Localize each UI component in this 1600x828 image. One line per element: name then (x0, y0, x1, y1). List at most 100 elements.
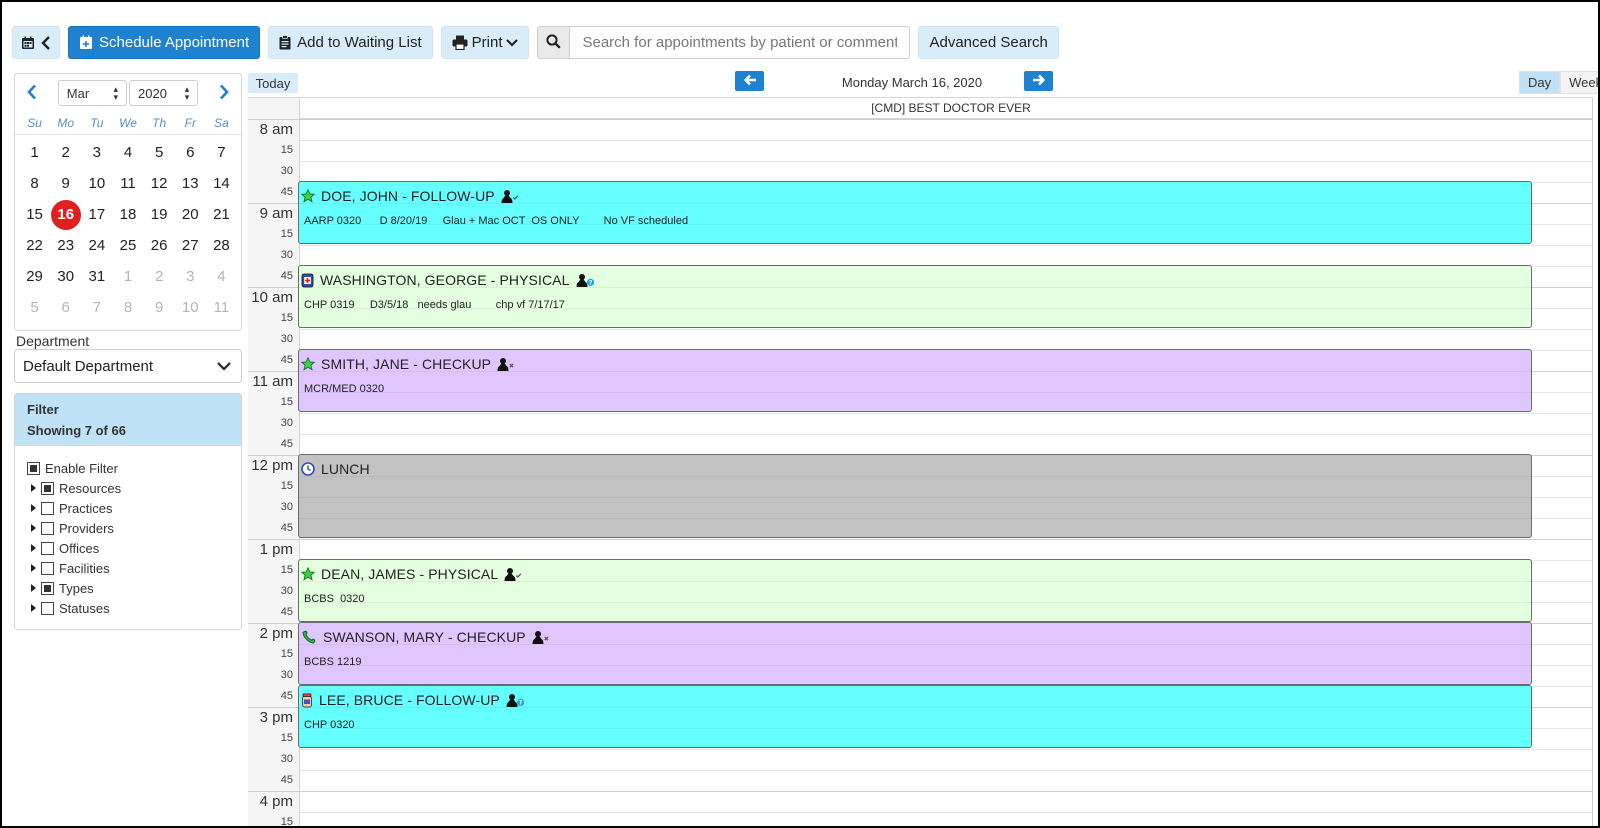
expand-triangle-icon[interactable] (31, 604, 36, 612)
calendar-day[interactable]: 8 (19, 168, 50, 199)
calendar-day[interactable]: 6 (50, 292, 81, 323)
calendar-day[interactable]: 8 (112, 292, 143, 323)
filter-checkbox[interactable] (41, 561, 54, 575)
next-month-button[interactable] (212, 81, 235, 105)
filter-checkbox[interactable] (41, 521, 54, 535)
filter-item-providers[interactable]: Providers (27, 518, 241, 538)
calendar-day[interactable]: 2 (144, 261, 175, 292)
calendar-day[interactable]: 29 (19, 261, 50, 292)
calendar-day[interactable]: 18 (112, 199, 143, 230)
filter-checkbox[interactable] (41, 481, 54, 495)
schedule-appointment-button[interactable]: Schedule Appointment (68, 26, 261, 59)
calendar-day[interactable]: 7 (206, 137, 237, 168)
appointment-block[interactable]: LEE, BRUCE - FOLLOW-UP?CHP 0320 (298, 685, 1532, 748)
calendar-day[interactable]: 11 (206, 292, 237, 323)
expand-triangle-icon[interactable] (31, 524, 36, 532)
calendar-day[interactable]: 11 (112, 168, 143, 199)
calendar-day[interactable]: 7 (81, 292, 112, 323)
calendar-day[interactable]: 24 (81, 230, 112, 261)
expand-triangle-icon[interactable] (31, 564, 36, 572)
expand-triangle-icon[interactable] (31, 484, 36, 492)
add-to-waiting-list-button[interactable]: Add to Waiting List (268, 26, 433, 59)
calendar-day[interactable]: 20 (175, 199, 206, 230)
search-button[interactable] (537, 26, 571, 59)
advanced-search-button[interactable]: Advanced Search (918, 26, 1059, 59)
today-button[interactable]: Today (248, 73, 298, 93)
calendar-day-selected[interactable]: 16 (50, 199, 81, 230)
filter-item-practices[interactable]: Practices (27, 498, 241, 518)
enable-filter-row[interactable]: Enable Filter (27, 458, 241, 478)
vertical-scrollbar[interactable] (1592, 97, 1598, 826)
calendar-day[interactable]: 2 (50, 137, 81, 168)
patient-status-check-icon[interactable] (501, 189, 520, 204)
toggle-sidebar-button[interactable] (12, 26, 60, 59)
calendar-day[interactable]: 27 (175, 230, 206, 261)
print-dropdown-button[interactable]: Print (440, 26, 530, 59)
month-select-value: Mar (66, 85, 90, 101)
month-select[interactable]: Mar ▴▾ (57, 80, 127, 106)
patient-status-cross-icon[interactable] (497, 357, 516, 372)
calendar-day[interactable]: 9 (144, 292, 175, 323)
calendar-day[interactable]: 13 (175, 168, 206, 199)
day-view-button[interactable]: Day (1519, 71, 1561, 94)
calendar-day[interactable]: 4 (206, 261, 237, 292)
filter-item-facilities[interactable]: Facilities (27, 558, 241, 578)
calendar-day[interactable]: 9 (50, 168, 81, 199)
expand-triangle-icon[interactable] (31, 584, 36, 592)
patient-status-question-icon[interactable]: ? (506, 693, 525, 708)
calendar-day[interactable]: 10 (175, 292, 206, 323)
calendar-day-number: 9 (61, 175, 70, 192)
calendar-day[interactable]: 30 (50, 261, 81, 292)
filter-item-resources[interactable]: Resources (27, 478, 241, 498)
calendar-day[interactable]: 22 (19, 230, 50, 261)
patient-status-check-icon[interactable] (504, 567, 523, 582)
filter-item-types[interactable]: Types (27, 578, 241, 598)
department-select[interactable]: Default Department (14, 349, 242, 383)
appointment-search-input[interactable] (570, 26, 911, 59)
calendar-day[interactable]: 17 (81, 199, 112, 230)
year-select[interactable]: 2020 ▴▾ (129, 80, 199, 106)
calendar-day[interactable]: 19 (144, 199, 175, 230)
week-view-button[interactable]: Week (1560, 71, 1598, 94)
calendar-day[interactable]: 3 (81, 137, 112, 168)
calendar-day[interactable]: 31 (81, 261, 112, 292)
calendar-day[interactable]: 23 (50, 230, 81, 261)
next-day-button[interactable] (1024, 71, 1053, 91)
calendar-day[interactable]: 6 (175, 137, 206, 168)
calendar-day[interactable]: 1 (19, 137, 50, 168)
calendar-day[interactable]: 12 (144, 168, 175, 199)
expand-triangle-icon[interactable] (31, 504, 36, 512)
previous-month-button[interactable] (21, 81, 44, 105)
filter-checkbox[interactable] (41, 601, 54, 615)
calendar-day[interactable]: 4 (112, 137, 143, 168)
patient-status-question-icon[interactable]: ? (576, 273, 595, 288)
calendar-day[interactable]: 3 (175, 261, 206, 292)
previous-day-button[interactable] (735, 71, 764, 91)
calendar-day[interactable]: 10 (81, 168, 112, 199)
filter-item-statuses[interactable]: Statuses (27, 598, 241, 618)
calendar-day[interactable]: 1 (112, 261, 143, 292)
patient-status-cross-icon[interactable] (532, 630, 551, 645)
appointment-block[interactable]: WASHINGTON, GEORGE - PHYSICAL?CHP 0319 D… (298, 265, 1532, 328)
filter-checkbox[interactable] (41, 581, 54, 595)
appointment-block[interactable]: LUNCH (298, 454, 1532, 538)
calendar-day[interactable]: 25 (112, 230, 143, 261)
calendar-day[interactable]: 28 (206, 230, 237, 261)
calendar-day[interactable]: 5 (144, 137, 175, 168)
expand-triangle-icon[interactable] (31, 544, 36, 552)
filter-checkbox[interactable] (41, 541, 54, 555)
enable-filter-checkbox[interactable] (27, 461, 40, 475)
filter-checkbox[interactable] (41, 501, 54, 515)
calendar-day[interactable]: 15 (19, 199, 50, 230)
filter-item-offices[interactable]: Offices (27, 538, 241, 558)
calendar-day[interactable]: 26 (144, 230, 175, 261)
calendar-day[interactable]: 14 (206, 168, 237, 199)
calendar-day[interactable]: 21 (206, 199, 237, 230)
calendar-day[interactable]: 5 (19, 292, 50, 323)
